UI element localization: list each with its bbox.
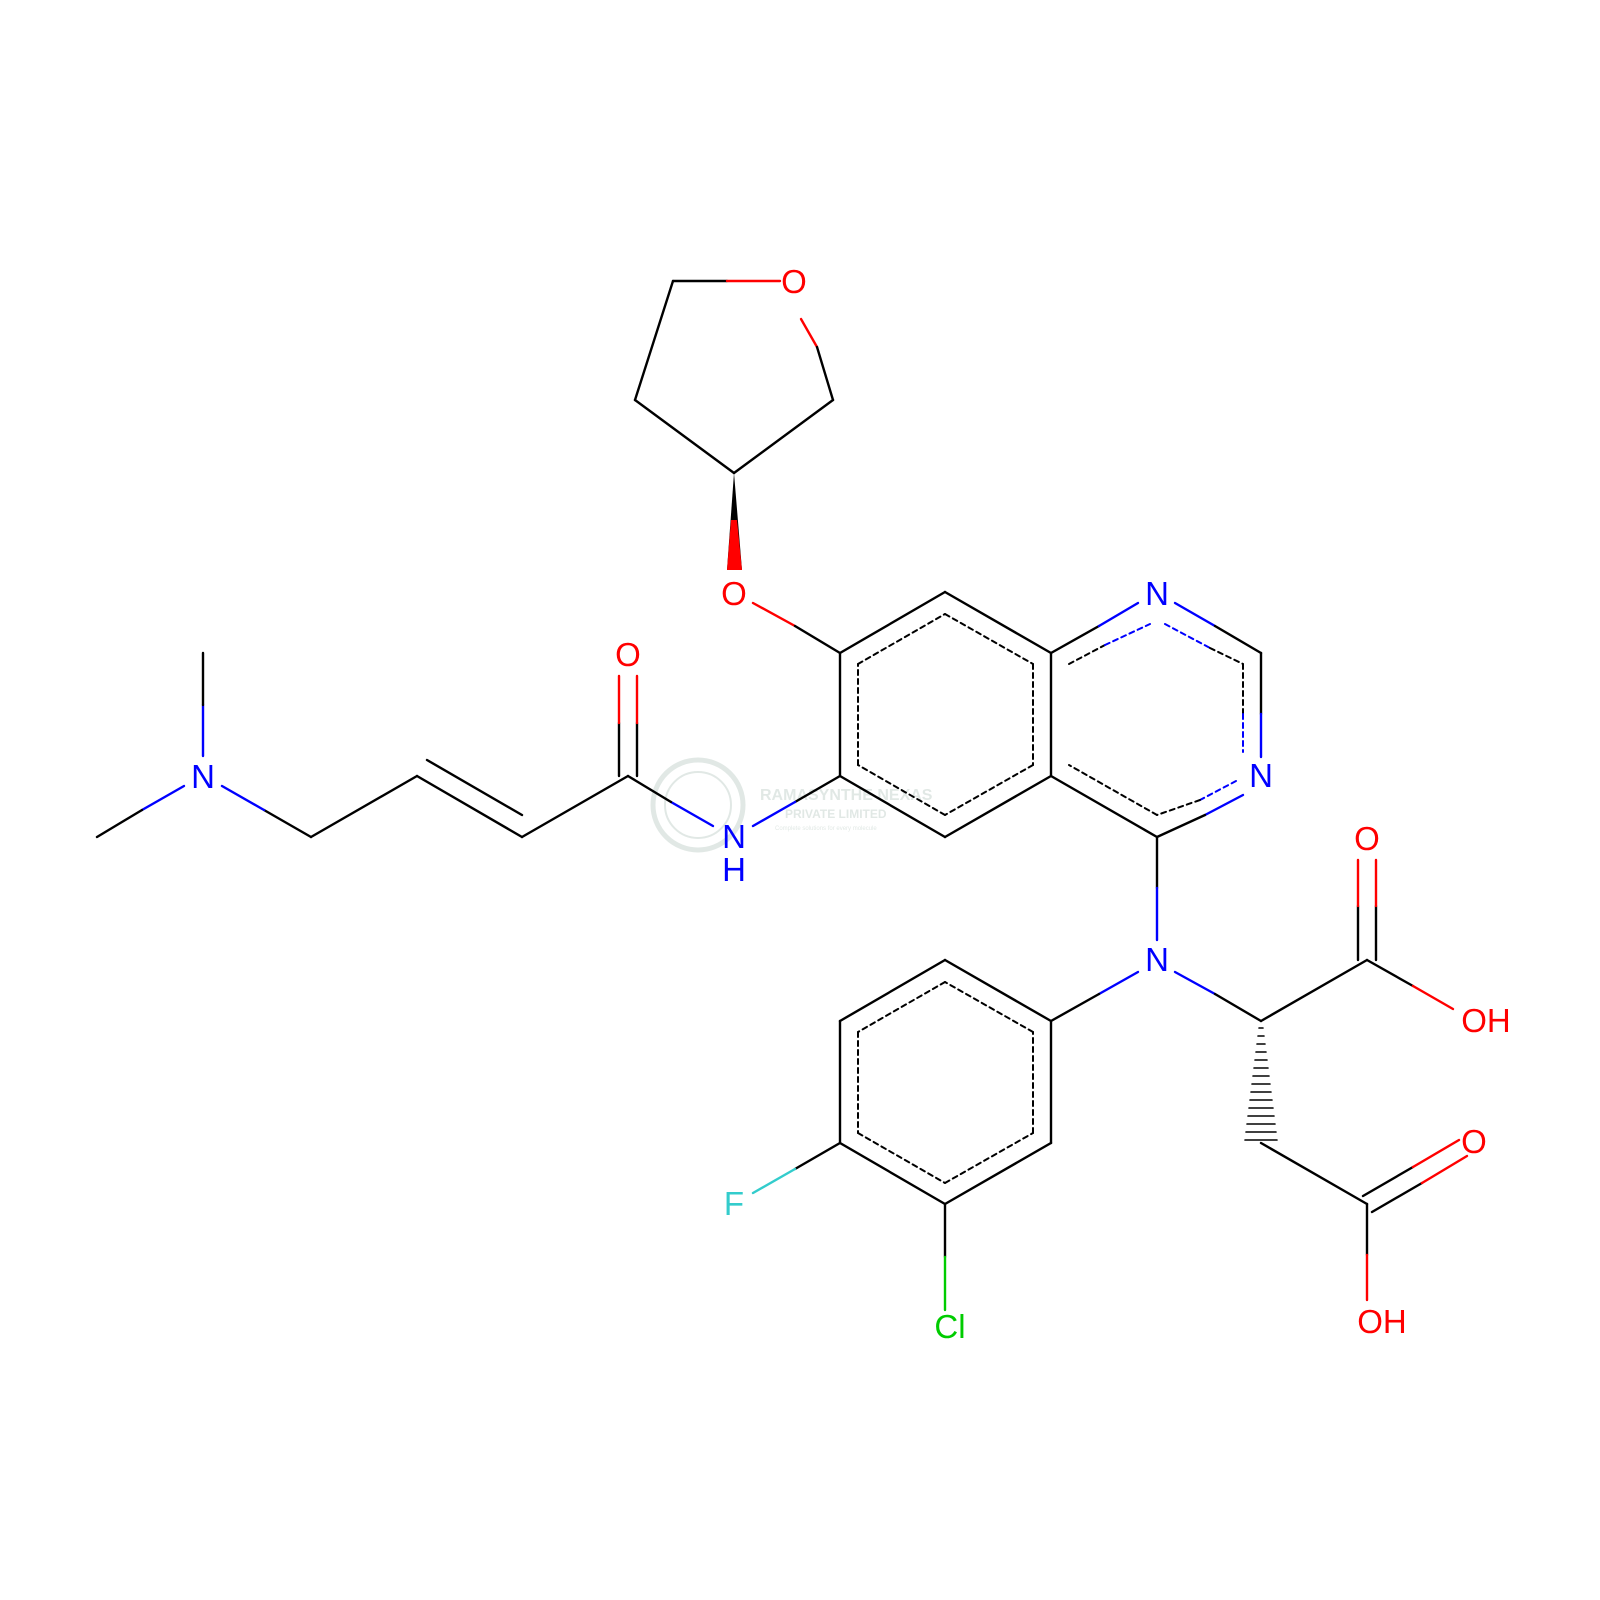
hashed-wedge-bond (1244, 1027, 1278, 1141)
atom-n3-quinazoline: N (1249, 757, 1273, 794)
atom-oh-acid2: OH (1357, 1303, 1407, 1340)
chlorofluorophenyl-ring (838, 958, 1053, 1206)
atom-labels: O O O N N H N N N O OH O OH F Cl (191, 263, 1511, 1345)
atom-cl: Cl (934, 1308, 965, 1345)
watermark-logo-icon (650, 757, 746, 853)
atom-oh-acid1: OH (1461, 1002, 1511, 1039)
watermark-logo-ring (664, 771, 732, 839)
quinazoline-benzo-ring (838, 590, 1053, 839)
bonds (95, 279, 1469, 1312)
watermark-tagline: Complete solutions for every molecule (775, 826, 877, 832)
atom-n-amide: N (722, 818, 746, 855)
atom-o-ether: O (721, 575, 747, 612)
atom-o-carbonyl-acid2: O (1461, 1123, 1487, 1160)
atom-n-dimethylamino: N (191, 758, 215, 795)
wedge-bond-oxygen-end (727, 520, 742, 570)
atom-f: F (724, 1185, 744, 1222)
watermark-title: RAMASYNTHE NEXAS (760, 787, 933, 804)
watermark-subtitle: PRIVATE LIMITED (785, 807, 887, 821)
atom-o-carbonyl-acid1: O (1354, 820, 1380, 857)
atom-o-tetrahydrofuran: O (781, 263, 807, 300)
watermark: RAMASYNTHE NEXAS PRIVATE LIMITED Complet… (650, 757, 933, 853)
atom-h-amide: H (722, 851, 746, 888)
atom-n1-quinazoline: N (1145, 575, 1169, 612)
tetrahydrofuran-ring (633, 279, 835, 475)
atom-o-amide: O (615, 636, 641, 673)
atom-n-aniline: N (1145, 941, 1169, 978)
quinazoline-pyrimidine-ring (1049, 601, 1263, 839)
